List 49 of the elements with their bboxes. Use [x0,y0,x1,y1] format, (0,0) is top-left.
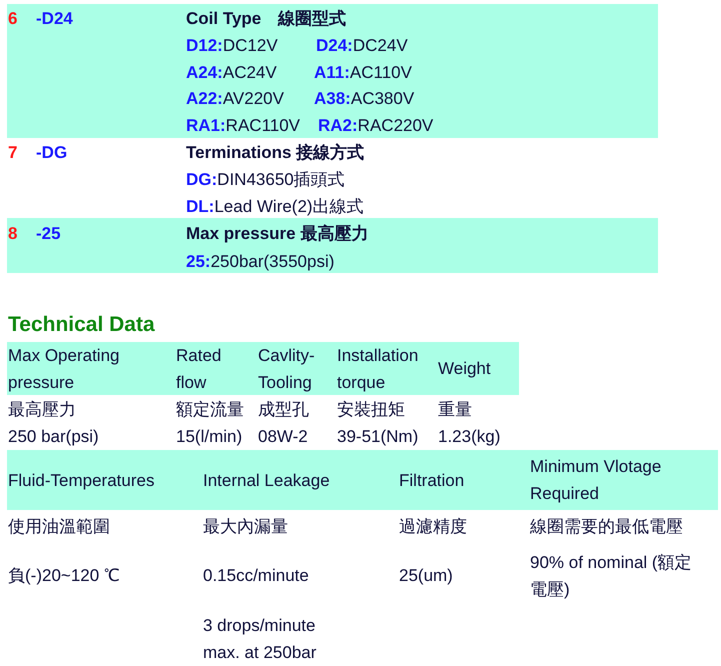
item-number: 7 [8,142,18,164]
table-value: 線圈需要的最低電壓 [530,516,683,538]
option-value: A38:AC380V [314,88,414,110]
table-value: 90% of nominal (額定電壓) [530,552,693,601]
column-heading: Installation torque [337,345,420,394]
item-number: 8 [8,223,18,245]
table-value: 最大內漏量 [203,516,288,538]
table-value: 15(l/min) [176,426,242,448]
option-value: A24:AC24V [186,62,277,84]
column-heading: Filtration [399,470,464,492]
column-heading: Internal Leakage [203,470,330,492]
table-value: 250 bar(psi) [8,426,99,448]
note-text: 3 drops/minute max. at 250bar [203,615,318,664]
column-heading: Rated flow [176,345,222,394]
table-value: 08W-2 [258,426,308,448]
option-heading: Max pressure 最高壓力 [186,223,368,245]
column-heading: Cavlity- Tooling [258,345,316,394]
table-value: 過濾精度 [399,516,467,538]
table-value: 39-51(Nm) [337,426,418,448]
option-value: DG:DIN43650插頭式 [186,169,345,191]
table-value: 使用油溫範圍 [8,516,110,538]
table-value: 額定流量 [176,399,244,421]
option-value: DL:Lead Wire(2)出線式 [186,196,364,218]
option-value: A11:AC110V [314,62,412,84]
option-value: D12:DC12V [186,35,278,57]
item-number: 6 [8,8,18,30]
column-heading: Weight [438,358,491,380]
option-value: RA2:RAC220V [318,115,434,137]
table-value: 1.23(kg) [438,426,500,448]
option-heading: Terminations 接線方式 [186,142,364,164]
table-value: 25(um) [399,565,453,587]
table-value: 最高壓力 [8,399,76,421]
table-value: 成型孔 [258,399,309,421]
option-heading: Coil Type 線圈型式 [186,8,346,30]
option-value: 25:250bar(3550psi) [186,251,334,273]
table-value: 重量 [438,399,472,421]
option-value: A22:AV220V [186,88,284,110]
option-value: D24:DC24V [316,35,408,57]
option-code: -25 [36,223,61,245]
table-value: 負(-)20~120 ℃ [8,565,120,587]
section-heading: Technical Data [8,312,155,338]
column-heading: Fluid-Temperatures [8,470,154,492]
option-value: RA1:RAC110V [186,115,300,137]
table-value: 0.15cc/minute [203,565,309,587]
column-heading: Max Operating pressure [8,345,120,394]
table-value: 安裝扭矩 [337,399,405,421]
column-heading: Minimum Vlotage Required [530,456,662,505]
option-code: -DG [36,142,68,164]
option-code: -D24 [36,8,73,30]
